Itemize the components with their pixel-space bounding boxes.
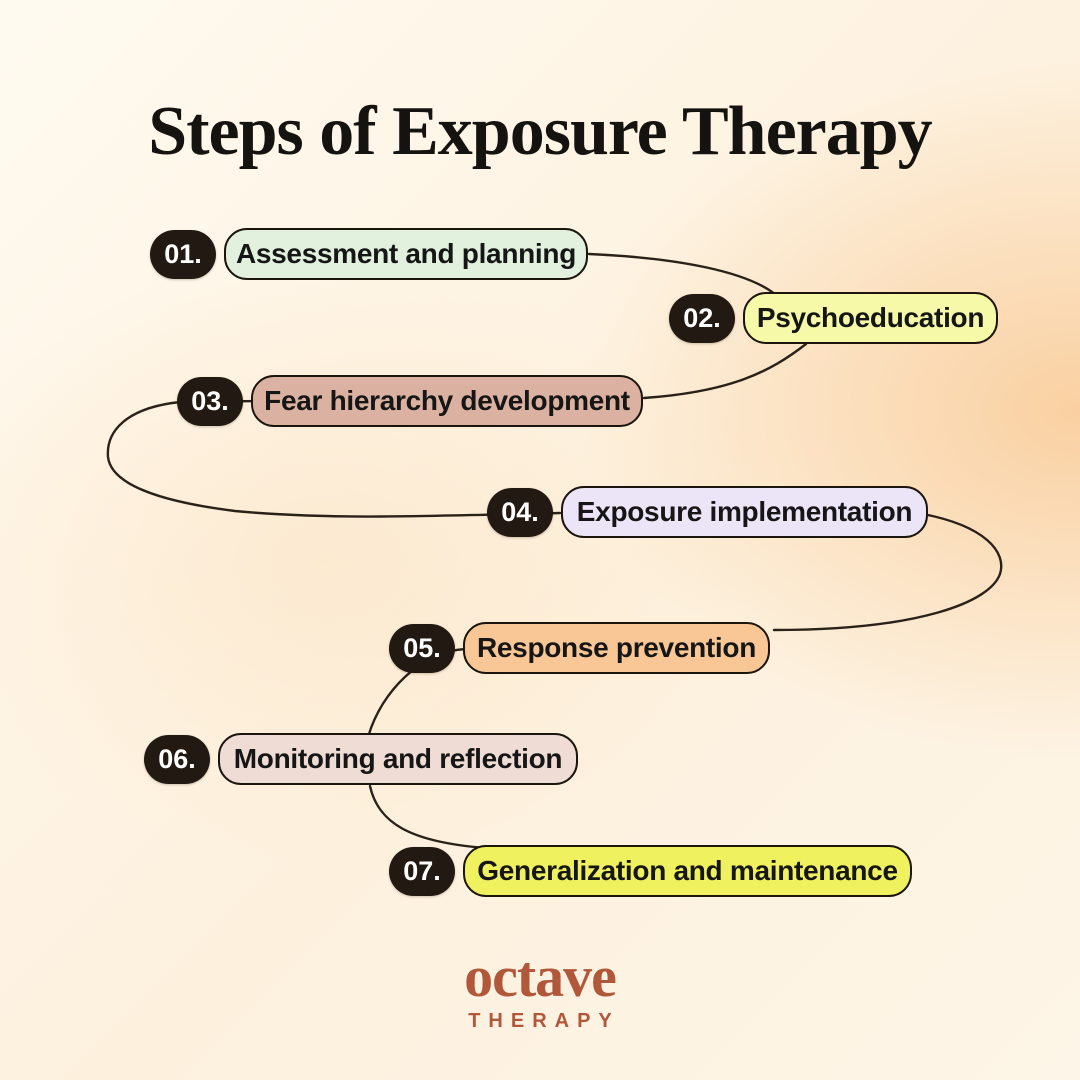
connector-3-4: [106, 399, 562, 518]
step-number-badge: 03.: [177, 376, 243, 426]
logo-tagline: THERAPY: [468, 1010, 620, 1032]
step-pill-psychoeducation: Psychoeducation: [743, 292, 998, 344]
step-number-badge: 07.: [389, 846, 455, 896]
connector-6-7: [368, 784, 488, 850]
step-row-4: 04. Exposure implementation: [487, 486, 928, 538]
step-pill-response-prevention: Response prevention: [463, 622, 770, 674]
page-title: Steps of Exposure Therapy: [148, 93, 932, 170]
connector-2-3: [642, 342, 808, 400]
step-row-3: 03. Fear hierarchy development: [177, 375, 643, 427]
step-pill-monitoring-and-reflection: Monitoring and reflection: [218, 733, 578, 785]
step-number-badge: 04.: [487, 487, 553, 537]
step-row-1: 01. Assessment and planning: [150, 228, 588, 280]
step-row-7: 07. Generalization and maintenance: [389, 845, 912, 897]
step-number-badge: 05.: [389, 623, 455, 673]
connector-1-2: [587, 252, 778, 297]
brand-logo: octave THERAPY: [0, 948, 1080, 1033]
step-pill-fear-hierarchy-development: Fear hierarchy development: [251, 375, 643, 427]
step-row-2: 02. Psychoeducation: [669, 292, 998, 344]
step-number-badge: 01.: [150, 229, 216, 279]
step-row-6: 06. Monitoring and reflection: [144, 733, 578, 785]
connector-4-5: [772, 512, 1003, 632]
step-number-badge: 02.: [669, 293, 735, 343]
logo-wordmark: octave: [464, 944, 617, 1009]
step-pill-generalization-and-maintenance: Generalization and maintenance: [463, 845, 912, 897]
step-number-badge: 06.: [144, 734, 210, 784]
step-pill-assessment-and-planning: Assessment and planning: [224, 228, 588, 280]
step-row-5: 05. Response prevention: [389, 622, 770, 674]
step-pill-exposure-implementation: Exposure implementation: [561, 486, 928, 538]
